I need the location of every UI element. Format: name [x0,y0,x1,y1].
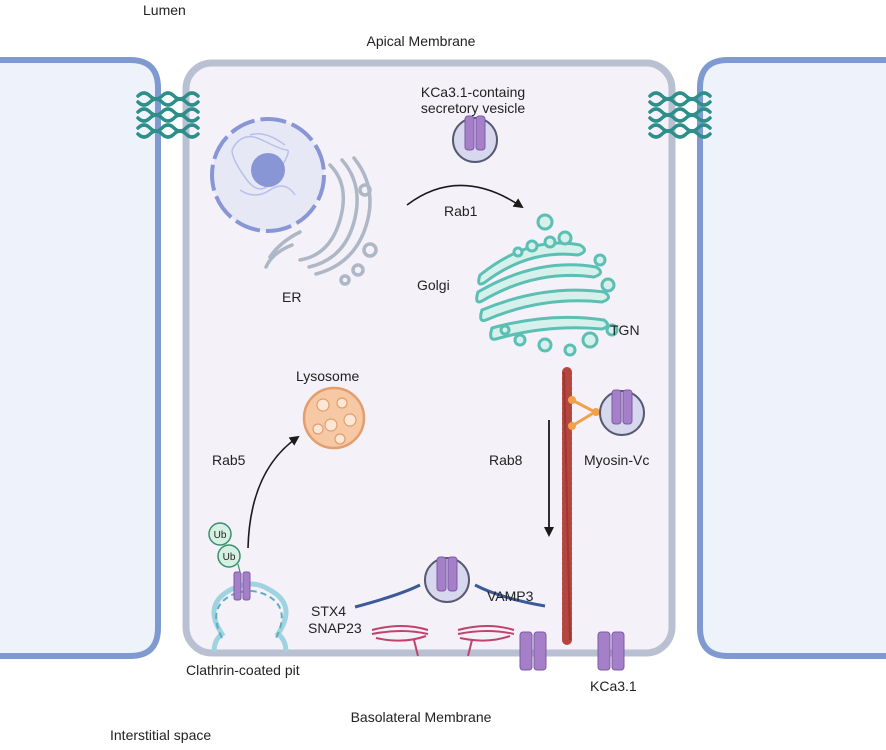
actin-filament [562,367,572,645]
clathrin-coated-pit [211,571,289,653]
kca31-label: KCa3.1 [590,678,637,694]
lysosome-label: Lysosome [296,368,360,384]
clathrin-coated-pit-label: Clathrin-coated pit [186,662,300,678]
tgn-label: TGN [610,322,640,338]
er-label: ER [282,289,302,305]
tight-junction-left [136,91,200,139]
myosin-vc-label: Myosin-Vc [584,452,650,468]
myosin-vesicle [599,389,645,436]
membrane-channel-left [519,631,547,671]
ubiquitin-top [208,522,232,546]
ubiquitin-bottom [217,544,241,573]
rab8-label: Rab8 [489,452,523,468]
vamp3-label: VAMP3 [487,588,534,604]
secretory-vesicle [452,115,498,163]
membrane-channel-right [597,631,625,671]
snare-complex [371,625,515,657]
interstitial-space-label: Interstitial space [110,727,212,743]
rab5-arrow [247,435,300,549]
right-neighbor-cell [697,57,886,659]
er-cisternae [264,156,378,286]
lumen-label: Lumen [143,2,186,18]
basolateral-membrane-label: Basolateral Membrane [350,709,492,725]
tight-junction-right [648,91,712,139]
rab1-arrow [406,184,524,209]
fusing-vesicle [354,556,546,609]
myosin-vc [568,396,600,430]
stx4-label: STX4 [311,603,347,619]
golgi-label: Golgi [417,277,450,293]
rab5-label: Rab5 [212,452,246,468]
lysosome [302,386,366,450]
vesicle-label-line1: KCa3.1-containg [420,84,526,100]
rab1-label: Rab1 [444,203,478,219]
apical-membrane-label: Apical Membrane [366,33,476,49]
vesicle-label-line2: secretory vesicle [420,100,526,116]
golgi-stack [475,213,619,357]
ub-label-bottom: Ub [223,552,236,563]
er-nucleus [210,117,326,233]
left-neighbor-cell [0,57,161,659]
ub-label-top: Ub [214,530,227,541]
snap23-label: SNAP23 [308,620,362,636]
